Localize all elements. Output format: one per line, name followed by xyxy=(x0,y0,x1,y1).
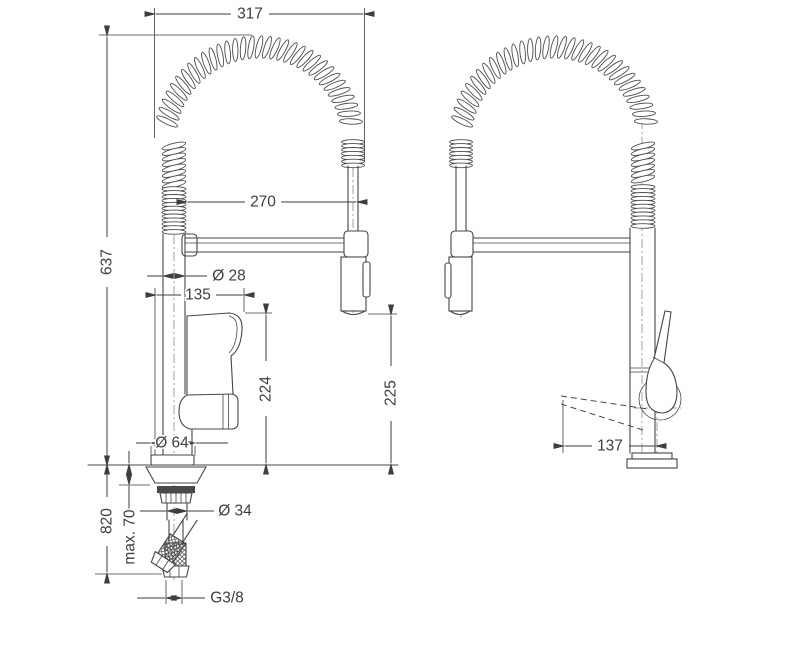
base-plate xyxy=(631,452,673,460)
dim-handle-offset: 135 xyxy=(145,285,255,455)
dim-max-counter-thickness: max. 70 xyxy=(119,451,150,566)
dim-label-637: 637 xyxy=(99,249,116,275)
dim-label-137: 137 xyxy=(597,438,623,455)
front-base xyxy=(150,454,195,466)
front-undercounter xyxy=(145,466,207,578)
dim-column-diameter: Ø 28 xyxy=(147,266,247,286)
base-flange xyxy=(626,458,678,469)
lever-swing-range xyxy=(560,395,649,432)
dim-supply-hose-length: 820 xyxy=(95,455,162,584)
dim-lever-swing: 137 xyxy=(553,400,667,456)
side-spray-assembly xyxy=(444,165,474,316)
side-view xyxy=(444,35,682,469)
dim-label-225: 225 xyxy=(383,380,400,406)
dimension-annotations: 317 637 270 Ø 28 135 xyxy=(95,4,667,608)
dim-label-224: 224 xyxy=(258,376,275,402)
spray-head xyxy=(340,256,367,312)
spray-holder xyxy=(343,230,369,258)
dim-label-dia64: Ø 64 xyxy=(155,435,189,452)
dim-label-135: 135 xyxy=(185,287,211,304)
dim-label-dia34: Ø 34 xyxy=(218,503,252,520)
front-spray-assembly xyxy=(340,165,371,316)
dim-base-diameter: Ø 64 xyxy=(136,433,228,456)
side-handle xyxy=(560,310,682,432)
mixer-lever xyxy=(186,312,243,396)
dim-hose-drop: 270 xyxy=(176,192,368,212)
front-view xyxy=(145,35,371,578)
front-handle xyxy=(178,312,243,430)
base-cap xyxy=(150,454,195,466)
dim-label-820: 820 xyxy=(99,508,116,534)
dim-handle-height: 224 xyxy=(245,303,276,475)
spray-holder xyxy=(450,230,474,258)
dim-label-270: 270 xyxy=(250,194,276,211)
dim-supply-connection: G3/8 xyxy=(137,580,245,608)
dim-label-g38: G3/8 xyxy=(210,590,244,607)
escutcheon-washer xyxy=(145,466,207,484)
dim-overall-width: 317 xyxy=(144,4,375,162)
side-column xyxy=(626,227,678,469)
front-spring-spout xyxy=(156,35,365,235)
dim-label-max70: max. 70 xyxy=(122,509,139,565)
dim-label-317: 317 xyxy=(237,6,263,23)
spray-button xyxy=(362,261,371,298)
dim-label-dia28: Ø 28 xyxy=(212,268,246,285)
side-arm xyxy=(472,237,631,253)
dim-spout-height: 637 xyxy=(97,25,252,475)
cartridge-body xyxy=(178,393,239,430)
seal-band xyxy=(157,486,195,493)
spray-button xyxy=(444,262,452,299)
dim-shank-diameter: Ø 34 xyxy=(140,501,254,521)
spray-head xyxy=(448,256,473,312)
front-arm xyxy=(181,233,345,257)
side-spring-spout xyxy=(449,35,658,229)
dim-spray-clearance: 225 xyxy=(368,304,401,475)
